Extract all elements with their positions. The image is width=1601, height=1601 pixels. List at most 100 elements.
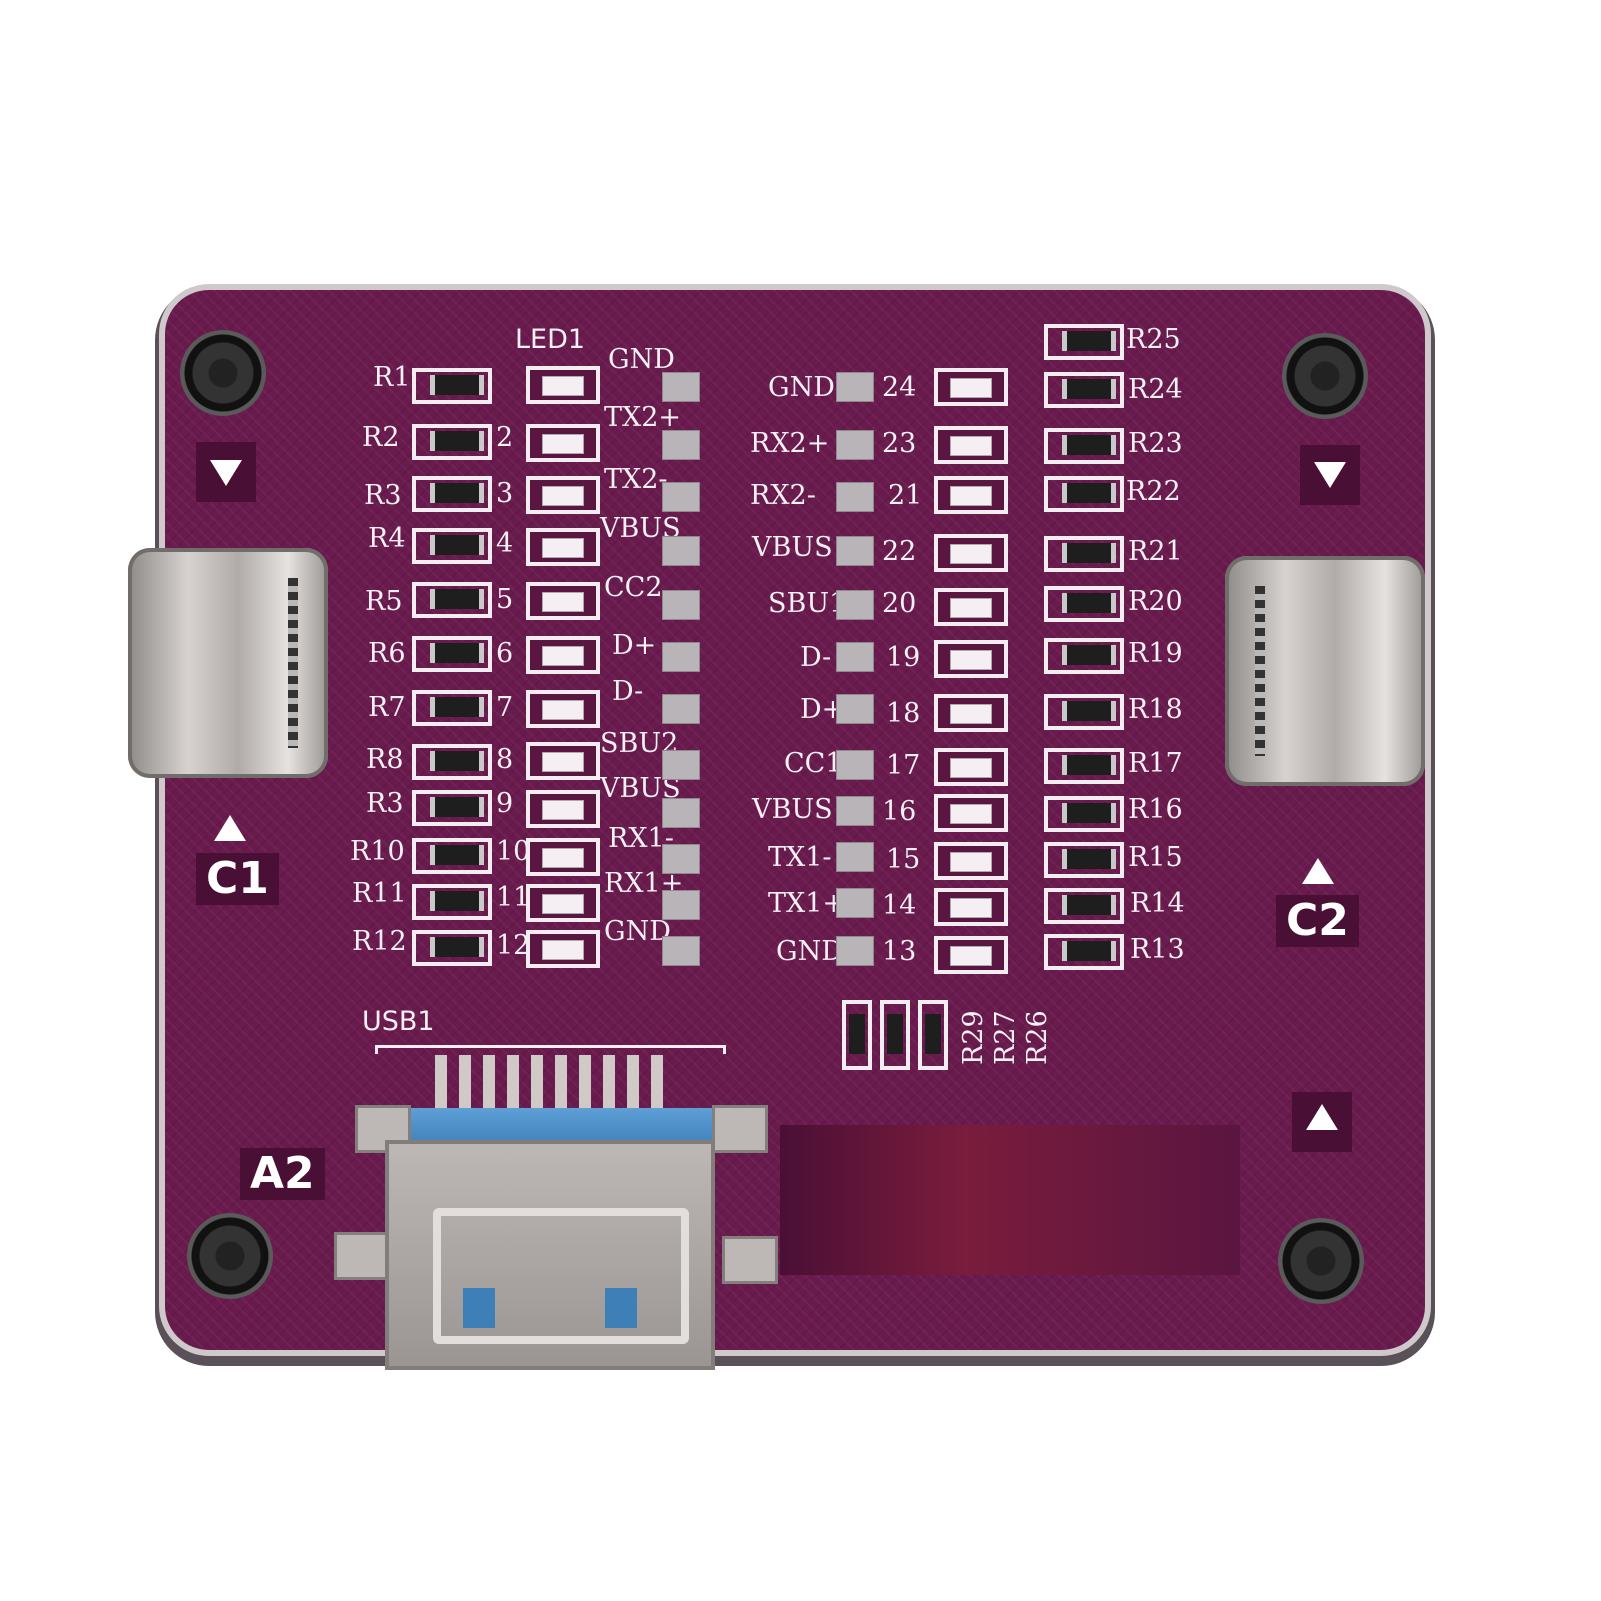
resistor-label: R24 bbox=[1128, 374, 1183, 405]
resistor-label: R16 bbox=[1128, 794, 1183, 825]
resistor-label: R6 bbox=[368, 638, 406, 669]
led bbox=[934, 842, 1008, 880]
resistor bbox=[412, 476, 492, 512]
resistor-label: R18 bbox=[1128, 694, 1183, 725]
resistor-label: R12 bbox=[352, 926, 407, 957]
resistor-label: R10 bbox=[350, 836, 405, 867]
test-pad bbox=[662, 430, 700, 460]
led-number: 18 bbox=[886, 698, 921, 729]
signal-label: SBU1 bbox=[768, 588, 847, 619]
test-pad bbox=[662, 750, 700, 780]
test-pad bbox=[836, 590, 874, 620]
led bbox=[934, 426, 1008, 464]
led-number: 2 bbox=[496, 422, 514, 453]
resistor bbox=[1044, 476, 1124, 512]
led bbox=[934, 368, 1008, 406]
usb-a-connector bbox=[385, 1140, 715, 1370]
led bbox=[526, 366, 600, 404]
resistor-label: R11 bbox=[352, 878, 407, 909]
resistor bbox=[412, 930, 492, 966]
led-number: 21 bbox=[888, 480, 923, 511]
led bbox=[934, 476, 1008, 514]
test-pad bbox=[662, 372, 700, 402]
led bbox=[526, 690, 600, 728]
test-pad bbox=[836, 936, 874, 966]
resistor-label: R19 bbox=[1128, 638, 1183, 669]
resistor-label: R8 bbox=[366, 744, 404, 775]
signal-label: GND bbox=[768, 372, 835, 403]
signal-label: D+ bbox=[612, 630, 657, 661]
resistor-label: R3 bbox=[364, 480, 402, 511]
up-arrow-icon bbox=[214, 815, 246, 841]
resistor bbox=[412, 838, 492, 874]
signal-label: TX1- bbox=[768, 842, 832, 873]
test-pad bbox=[662, 890, 700, 920]
resistor bbox=[412, 636, 492, 672]
led-number: 6 bbox=[496, 638, 514, 669]
resistor bbox=[412, 424, 492, 460]
signal-label: GND bbox=[608, 344, 675, 375]
resistor bbox=[412, 368, 492, 404]
test-pad bbox=[836, 750, 874, 780]
led-label: LED1 bbox=[515, 324, 586, 355]
led-number: 9 bbox=[496, 788, 514, 819]
port-label-a2: A2 bbox=[240, 1148, 325, 1200]
signal-label: RX2- bbox=[750, 480, 816, 511]
down-arrow-icon bbox=[1314, 462, 1346, 488]
connector-pins bbox=[288, 578, 298, 748]
resistor-label: R20 bbox=[1128, 586, 1183, 617]
signal-label: CC1 bbox=[784, 748, 843, 779]
resistor bbox=[1044, 428, 1124, 464]
led bbox=[526, 636, 600, 674]
resistor bbox=[1044, 796, 1124, 832]
connector-pins bbox=[1255, 586, 1265, 756]
led-number: 23 bbox=[882, 428, 917, 459]
signal-label: TX1+ bbox=[768, 888, 846, 919]
led bbox=[934, 588, 1008, 626]
resistor-label: R3 bbox=[366, 788, 404, 819]
resistor-label: R5 bbox=[365, 586, 403, 617]
resistor bbox=[1044, 638, 1124, 674]
led bbox=[934, 694, 1008, 732]
led bbox=[526, 476, 600, 514]
resistor bbox=[1044, 324, 1124, 360]
usb-label: USB1 bbox=[362, 1006, 435, 1037]
led-number: 5 bbox=[496, 584, 514, 615]
test-pad bbox=[662, 536, 700, 566]
port-label-c2: C2 bbox=[1276, 895, 1359, 947]
test-pad bbox=[836, 694, 874, 724]
led bbox=[526, 884, 600, 922]
resistor-label: R15 bbox=[1128, 842, 1183, 873]
test-pad bbox=[836, 430, 874, 460]
resistor bbox=[412, 690, 492, 726]
test-pad bbox=[662, 642, 700, 672]
led bbox=[526, 790, 600, 828]
up-arrow-icon bbox=[1306, 1104, 1338, 1130]
resistor bbox=[1044, 934, 1124, 970]
led-number: 3 bbox=[496, 478, 514, 509]
blank-label-area bbox=[780, 1125, 1240, 1275]
screw-top-left bbox=[180, 330, 266, 416]
test-pad bbox=[836, 888, 874, 918]
signal-label: VBUS bbox=[752, 794, 833, 825]
test-pad bbox=[836, 372, 874, 402]
up-arrow-icon bbox=[1302, 858, 1334, 884]
led bbox=[934, 794, 1008, 832]
usb-c-connector-left bbox=[128, 548, 328, 778]
resistor-label: R1 bbox=[373, 362, 411, 393]
led-number: 19 bbox=[886, 642, 921, 673]
resistor-label: R21 bbox=[1128, 536, 1183, 567]
led-number: 17 bbox=[886, 750, 921, 781]
test-pad bbox=[662, 590, 700, 620]
led bbox=[934, 936, 1008, 974]
resistor bbox=[1044, 748, 1124, 784]
resistor-label: R26 bbox=[1022, 1010, 1053, 1065]
usb-a-contact bbox=[605, 1288, 637, 1328]
resistor-label: R22 bbox=[1126, 476, 1181, 507]
test-pad bbox=[836, 842, 874, 872]
down-arrow-icon bbox=[210, 460, 242, 486]
resistor bbox=[1044, 586, 1124, 622]
led-number: 13 bbox=[882, 936, 917, 967]
resistor bbox=[1044, 372, 1124, 408]
led-number: 20 bbox=[882, 588, 917, 619]
